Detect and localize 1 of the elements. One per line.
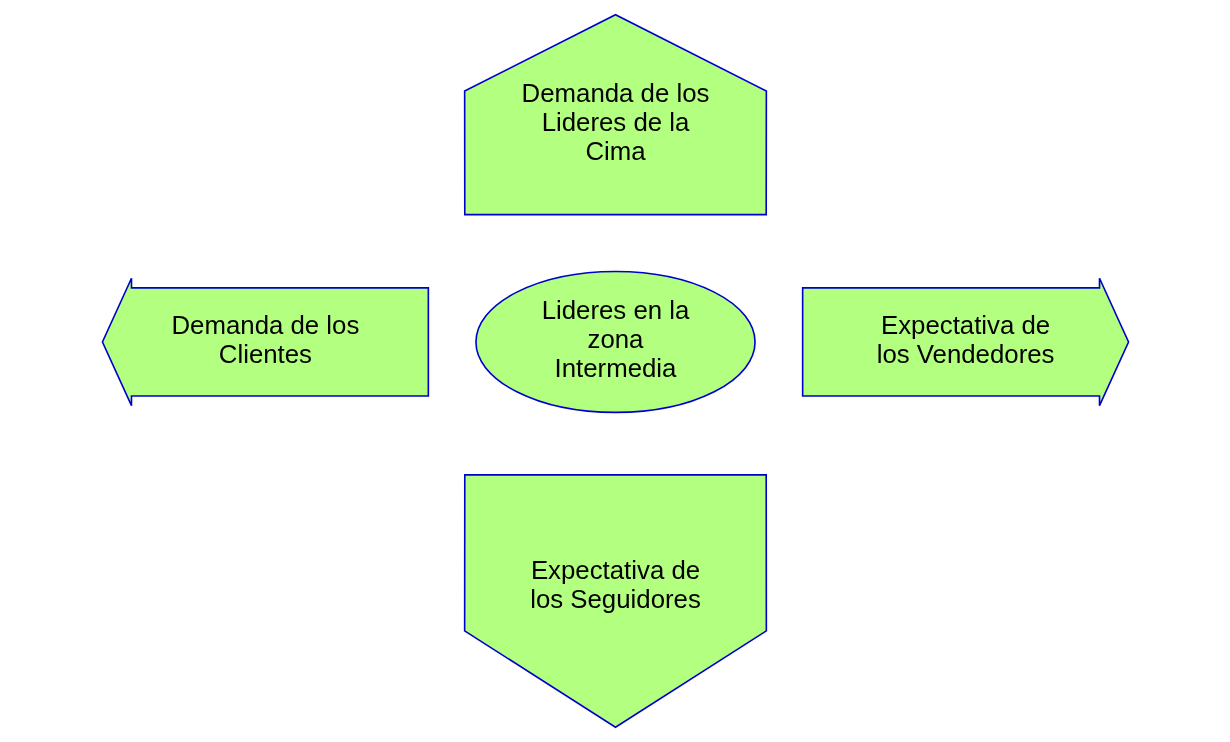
- node-ellipse: Lideres en la zona Intermedia: [474, 270, 756, 414]
